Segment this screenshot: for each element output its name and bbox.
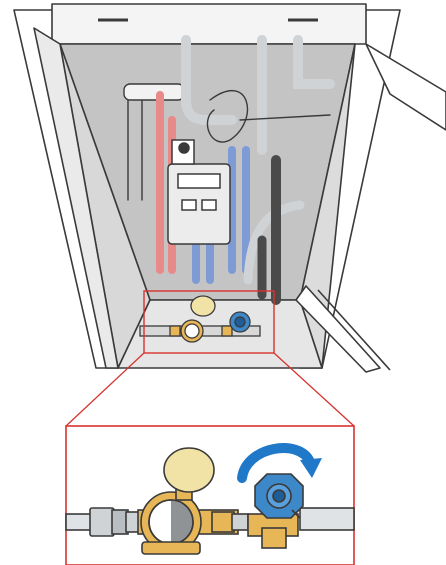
zoom-panel [65, 425, 355, 565]
water-meter-icon [137, 491, 239, 555]
grey-pipe-curve [243, 200, 305, 285]
cabinet [13, 3, 446, 373]
cabinet-door-lower [295, 285, 381, 373]
grey-pipe-top-3 [293, 35, 335, 89]
gas-meter-icon [167, 139, 231, 245]
meter-cover-lid-icon [163, 447, 215, 501]
water-meter-small [139, 295, 261, 343]
callout-frame-small [143, 290, 275, 354]
callout-connectors [65, 352, 355, 427]
grey-pipe-top-1 [181, 35, 237, 125]
zoom-contents [65, 443, 355, 555]
zoom-pipe-right [299, 507, 355, 531]
cabinet-top-panel [51, 3, 367, 45]
rotate-clockwise-arrow-icon [237, 443, 322, 483]
stop-valve-icon[interactable] [247, 473, 304, 549]
cable-loop [206, 90, 249, 143]
white-pipe-left [127, 89, 143, 201]
cable-right [239, 114, 331, 121]
zoom-nut-left [89, 507, 115, 537]
cabinet-door-open [365, 43, 446, 131]
